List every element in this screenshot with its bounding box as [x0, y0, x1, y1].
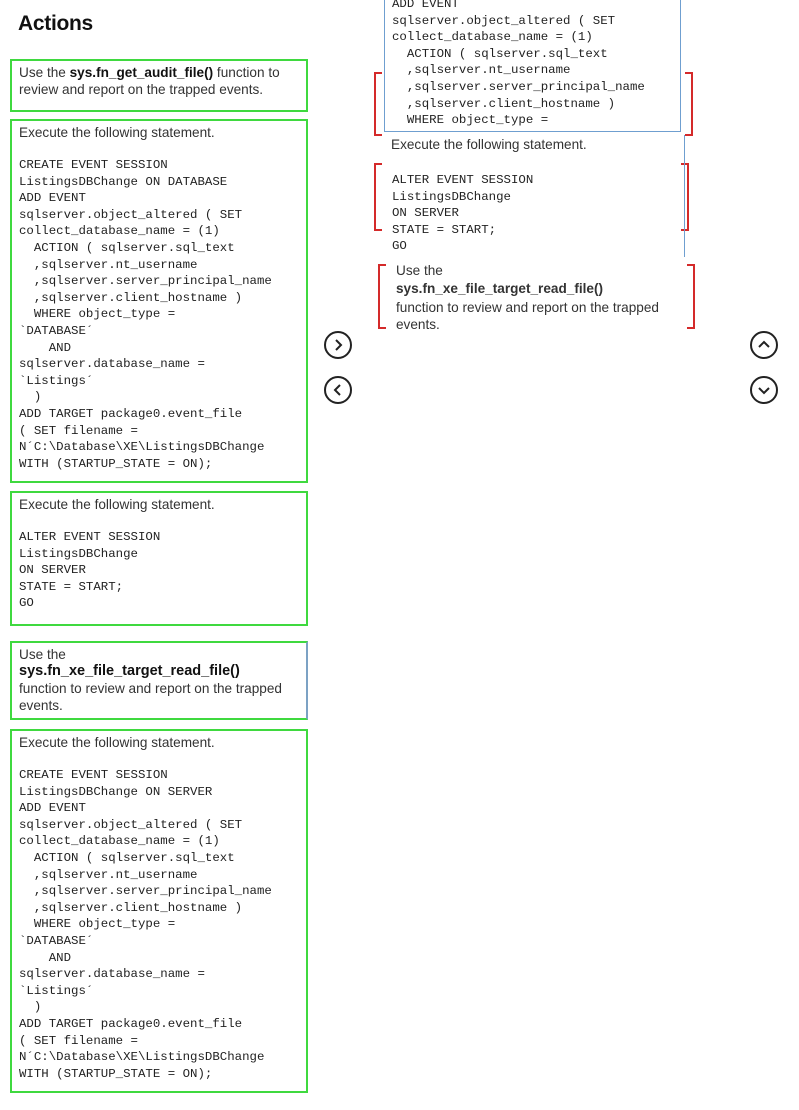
sql-code: ADD EVENT sqlserver.object_altered ( SET…: [392, 0, 645, 128]
function-name: sys.fn_get_audit_file(): [69, 65, 214, 80]
actions-heading: Actions: [18, 12, 93, 35]
action-item-create-session-server[interactable]: Execute the following statement. CREATE …: [10, 729, 308, 1093]
action-text-pre: Use the: [19, 647, 66, 662]
move-up-button[interactable]: [750, 331, 778, 359]
move-left-button[interactable]: [324, 376, 352, 404]
answer-item-2-intro: Execute the following statement.: [391, 137, 587, 152]
action-text-pre: Use the: [396, 263, 443, 278]
answer-item-1-bracket-left: [374, 72, 382, 136]
sql-code: CREATE EVENT SESSION ListingsDBChange ON…: [19, 768, 272, 1081]
action-text: Use the sys.fn_get_audit_file() function…: [19, 64, 300, 98]
sql-code: ALTER EVENT SESSION ListingsDBChange ON …: [392, 173, 534, 254]
answer-item-2-bracket-left: [374, 163, 382, 231]
chevron-left-icon: [333, 384, 341, 396]
answer-item-2[interactable]: ALTER EVENT SESSION ListingsDBChange ON …: [384, 160, 684, 254]
action-item-xe-file-read[interactable]: Use the sys.fn_xe_file_target_read_file(…: [10, 641, 308, 720]
function-name: sys.fn_xe_file_target_read_file(): [19, 663, 240, 679]
action-item-create-session-database[interactable]: Execute the following statement. CREATE …: [10, 119, 308, 483]
action-text-pre: Use the: [19, 65, 70, 80]
answer-item-1[interactable]: ADD EVENT sqlserver.object_altered ( SET…: [384, 0, 681, 132]
answer-item-2-bracket-right: [681, 163, 689, 231]
chevron-up-icon: [758, 340, 770, 348]
sql-code: ALTER EVENT SESSION ListingsDBChange ON …: [19, 530, 161, 611]
answer-item-3-bracket-right: [687, 264, 695, 329]
move-down-button[interactable]: [750, 376, 778, 404]
move-right-button[interactable]: [324, 331, 352, 359]
answer-item-2-divider: [684, 135, 685, 257]
chevron-right-icon: [335, 339, 343, 351]
action-text-post: function to review and report on the tra…: [19, 681, 282, 713]
action-intro: Execute the following statement.: [19, 735, 215, 750]
answer-item-1-bracket-right: [685, 72, 693, 136]
action-intro: Execute the following statement.: [19, 497, 215, 512]
action-item-audit-file[interactable]: Use the sys.fn_get_audit_file() function…: [10, 59, 308, 112]
answer-item-3[interactable]: Use the sys.fn_xe_file_target_read_file(…: [384, 262, 694, 332]
action-text-post: function to review and report on the tra…: [19, 65, 280, 97]
answer-item-3-bracket-left: [378, 264, 386, 329]
function-name: sys.fn_xe_file_target_read_file(): [396, 281, 604, 296]
chevron-down-icon: [758, 387, 770, 395]
action-intro: Execute the following statement.: [19, 125, 215, 140]
action-text-post: function to review and report on the tra…: [396, 300, 659, 332]
sql-code: CREATE EVENT SESSION ListingsDBChange ON…: [19, 158, 272, 471]
action-item-alter-session[interactable]: Execute the following statement. ALTER E…: [10, 491, 308, 626]
